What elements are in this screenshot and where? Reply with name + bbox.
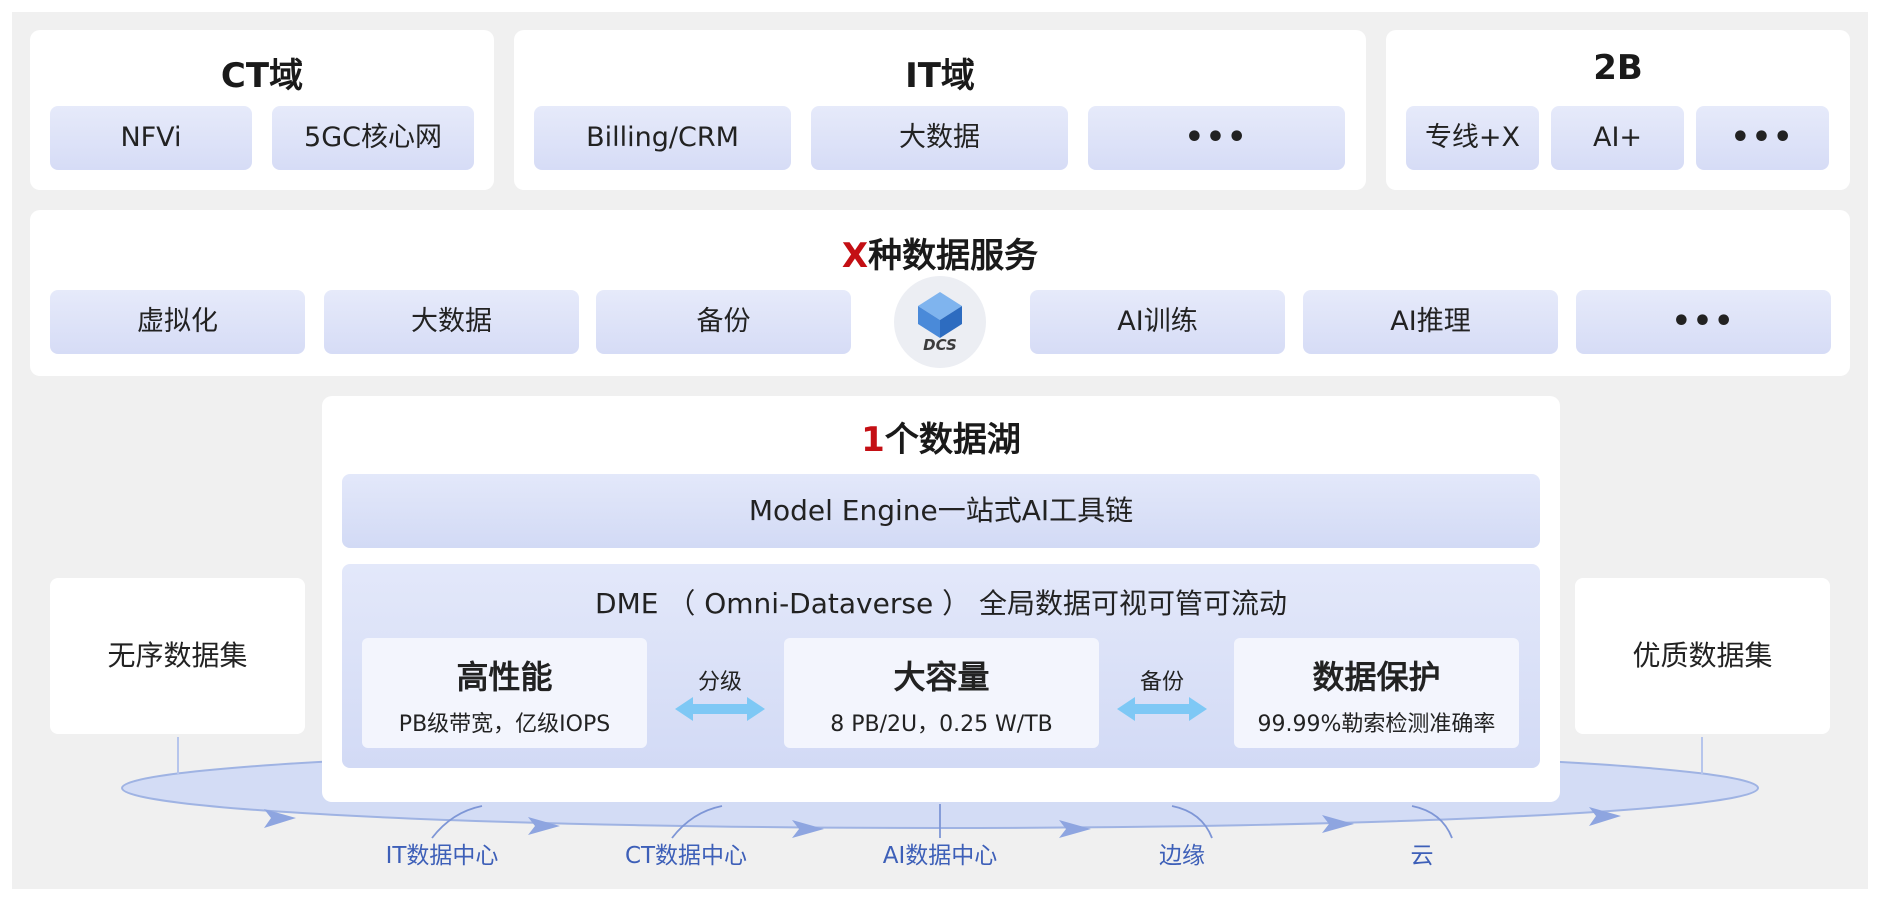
dcs-logo-icon xyxy=(918,292,962,338)
ring-label-ai-dc: AI数据中心 xyxy=(882,843,998,869)
dataset-unordered-label: 无序数据集 xyxy=(107,639,248,672)
ct-domain-title: CT域 xyxy=(220,56,304,96)
service-bigdata: 大数据 xyxy=(324,290,579,354)
data-lake-title-highlight: 1 xyxy=(861,420,885,460)
feature-performance-subtitle: PB级带宽，亿级IOPS xyxy=(398,712,611,737)
dcs-logo: DCS xyxy=(894,276,986,368)
dme-title: DME （ Omni-Dataverse ） 全局数据可视可管可流动 xyxy=(595,587,1287,620)
feature-protection-subtitle: 99.99%勒索检测准确率 xyxy=(1257,712,1496,737)
dataset-quality-label: 优质数据集 xyxy=(1632,639,1773,672)
service-ai-training: AI训练 xyxy=(1030,290,1285,354)
data-lake-title-rest: 个数据湖 xyxy=(884,420,1021,460)
model-engine-bar: Model Engine一站式AI工具链 xyxy=(342,474,1540,548)
service-more: ••• xyxy=(1576,290,1831,354)
dcs-logo-text: DCS xyxy=(923,336,957,354)
it-item-bigdata: 大数据 xyxy=(811,106,1068,170)
ring-label-edge: 边缘 xyxy=(1159,843,1205,869)
data-lake-panel: 1个数据湖 Model Engine一站式AI工具链 DME （ Omni-Da… xyxy=(322,396,1560,802)
ring-label-ct-dc: CT数据中心 xyxy=(624,843,748,869)
double-arrow-icon xyxy=(1117,697,1207,721)
b2b-item-line: 专线+X xyxy=(1406,106,1539,170)
feature-protection-title: 数据保护 xyxy=(1312,658,1441,696)
ring-label-it-dc: IT数据中心 xyxy=(385,843,499,869)
arrow-label-backup: 备份 xyxy=(1139,670,1184,695)
ct-item-5gc: 5GC核心网 xyxy=(272,106,474,170)
it-domain-title: IT域 xyxy=(905,56,975,96)
feature-protection: 数据保护 99.99%勒索检测准确率 xyxy=(1234,638,1519,748)
data-services-title-highlight: X xyxy=(841,236,869,276)
service-virtualization: 虚拟化 xyxy=(50,290,305,354)
service-backup: 备份 xyxy=(596,290,851,354)
b2b-item-ai: AI+ xyxy=(1551,106,1684,170)
it-item-more: ••• xyxy=(1088,106,1345,170)
b2b-item-more: ••• xyxy=(1696,106,1829,170)
double-arrow-icon xyxy=(675,697,765,721)
ring-label-cloud: 云 xyxy=(1410,843,1434,869)
data-services-panel: X种数据服务 虚拟化 大数据 备份 DCS AI训练 AI推理 ••• xyxy=(30,210,1850,376)
dataset-unordered: 无序数据集 xyxy=(50,578,305,734)
feature-capacity: 大容量 8 PB/2U，0.25 W/TB xyxy=(784,638,1099,748)
feature-performance-title: 高性能 xyxy=(456,658,553,696)
it-item-billing: Billing/CRM xyxy=(534,106,791,170)
dataset-quality: 优质数据集 xyxy=(1575,578,1830,734)
data-services-title: X种数据服务 xyxy=(30,228,1850,277)
feature-capacity-title: 大容量 xyxy=(893,658,990,696)
ct-item-nfvi: NFVi xyxy=(50,106,252,170)
diagram-canvas: CT域 NFVi 5GC核心网 IT域 Billing/CRM 大数据 ••• … xyxy=(12,12,1868,889)
ct-domain-panel: CT域 NFVi 5GC核心网 xyxy=(30,30,494,190)
it-domain-panel: IT域 Billing/CRM 大数据 ••• xyxy=(514,30,1366,190)
b2b-domain-panel: 2B 专线+X AI+ ••• xyxy=(1386,30,1850,190)
b2b-domain-title: 2B xyxy=(1593,48,1643,88)
service-ai-inference: AI推理 xyxy=(1303,290,1558,354)
arrow-label-tiering: 分级 xyxy=(697,670,742,695)
feature-performance: 高性能 PB级带宽，亿级IOPS xyxy=(362,638,647,748)
data-lake-title: 1个数据湖 xyxy=(322,412,1560,461)
dme-panel: DME （ Omni-Dataverse ） 全局数据可视可管可流动 高性能 P… xyxy=(342,564,1540,768)
data-services-title-rest: 种数据服务 xyxy=(868,236,1039,276)
feature-capacity-subtitle: 8 PB/2U，0.25 W/TB xyxy=(830,712,1053,737)
